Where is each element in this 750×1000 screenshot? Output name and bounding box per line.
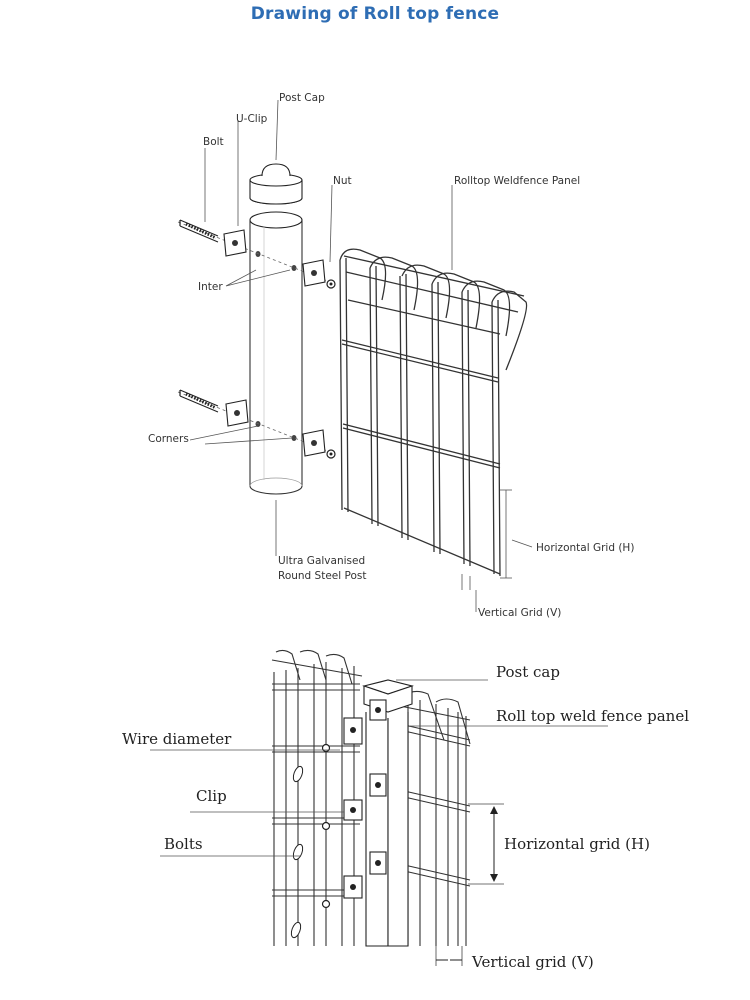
assembled-diagram: Post cap Roll top weld fence panel Wire … bbox=[122, 649, 689, 971]
right-mesh-panel bbox=[399, 690, 471, 946]
label-inter: Inter bbox=[198, 281, 223, 293]
label-vertical-grid-2: Vertical grid (V) bbox=[471, 953, 594, 971]
label-bolts: Bolts bbox=[164, 835, 203, 853]
round-steel-post-drawing bbox=[177, 211, 331, 495]
diagram1-leader-lines bbox=[189, 99, 533, 612]
label-clip: Clip bbox=[196, 787, 227, 805]
label-corners: Corners bbox=[148, 433, 189, 445]
u-clip-drawing bbox=[223, 229, 326, 457]
label-post-line1: Ultra Galvanised bbox=[278, 555, 365, 567]
label-bolt: Bolt bbox=[203, 136, 224, 148]
label-horizontal-grid-2: Horizontal grid (H) bbox=[504, 835, 650, 853]
exploded-diagram: Post Cap U-Clip Bolt Nut Rolltop Weldfen… bbox=[148, 92, 634, 619]
label-vertical-grid: Vertical Grid (V) bbox=[478, 607, 561, 619]
post-cap-drawing bbox=[249, 163, 303, 205]
label-post-cap: Post Cap bbox=[279, 92, 325, 104]
clip-drawing bbox=[343, 699, 387, 899]
label-panel-2: Roll top weld fence panel bbox=[496, 707, 689, 725]
label-nut: Nut bbox=[333, 175, 352, 187]
nut-drawing bbox=[326, 279, 336, 459]
rolltop-panel-drawing bbox=[339, 248, 528, 590]
label-rolltop-panel: Rolltop Weldfence Panel bbox=[454, 175, 580, 187]
bolts-drawing bbox=[290, 743, 331, 939]
label-wire-diameter: Wire diameter bbox=[122, 730, 232, 748]
square-post-drawing bbox=[362, 679, 414, 947]
diagram2-leader-lines bbox=[150, 679, 608, 966]
page-title: Drawing of Roll top fence bbox=[250, 4, 500, 24]
label-u-clip: U-Clip bbox=[236, 113, 268, 125]
label-horizontal-grid: Horizontal Grid (H) bbox=[536, 542, 634, 554]
left-mesh-panel bbox=[271, 649, 363, 946]
bolt-drawing bbox=[179, 219, 219, 413]
label-post-line2: Round Steel Post bbox=[278, 570, 367, 582]
label-post-cap-2: Post cap bbox=[496, 663, 560, 681]
